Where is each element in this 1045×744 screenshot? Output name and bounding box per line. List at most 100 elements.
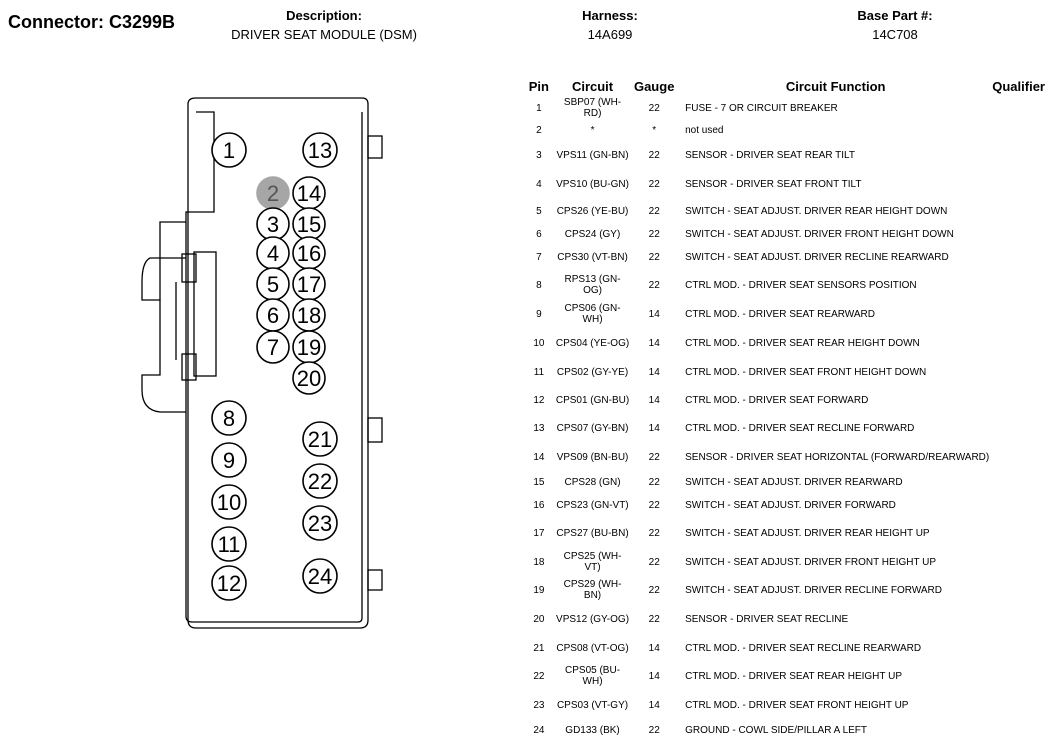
circuit-cell: VPS09 (BN-BU) — [556, 451, 629, 463]
function-cell: SWITCH - SEAT ADJUST. DRIVER RECLINE FOR… — [685, 584, 943, 596]
gauge-cell: 22 — [648, 279, 660, 291]
gauge-cell: 14 — [648, 670, 660, 682]
function-cell: SWITCH - SEAT ADJUST. DRIVER RECLINE REA… — [685, 251, 949, 263]
function-cell: SENSOR - DRIVER SEAT HORIZONTAL (FORWARD… — [685, 451, 990, 463]
circuit-cell: CPS06 (GN-WH) — [564, 303, 621, 325]
circuit-cell: CPS05 (BU-WH) — [565, 665, 621, 687]
pin-label-7: 7 — [267, 335, 279, 360]
pin-cell: 20 — [533, 613, 545, 625]
gauge-cell: 14 — [648, 422, 660, 434]
circuit-cell: CPS25 (WH-VT) — [563, 551, 622, 573]
circuit-cell: CPS02 (GY-YE) — [556, 366, 629, 378]
qualifier-cell — [992, 224, 1045, 244]
harness-label: Harness: — [582, 8, 638, 23]
function-cell: SENSOR - DRIVER SEAT RECLINE — [685, 613, 849, 625]
description-block: Description: DRIVER SEAT MODULE (DSM) — [204, 8, 444, 42]
function-cell: SWITCH - SEAT ADJUST. DRIVER FRONT HEIGH… — [685, 556, 937, 568]
pin-cell: 9 — [536, 308, 542, 320]
pin-cavity-13 — [302, 132, 338, 168]
pin-cell: 2 — [536, 124, 542, 136]
table-row: 18 CPS25 (WH-VT) 22 SWITCH - SEAT ADJUST. D… — [522, 548, 1045, 576]
pin-label-23: 23 — [308, 511, 332, 536]
qualifier-cell — [992, 634, 1045, 662]
base-part-block: Base Part #: 14C708 — [830, 8, 960, 42]
pin-label-12: 12 — [217, 571, 241, 596]
pin-cavity-24 — [302, 558, 338, 594]
gauge-cell: 14 — [648, 699, 660, 711]
connector-housing — [141, 97, 383, 629]
pin-cell: 19 — [533, 584, 545, 596]
pin-cell: 10 — [533, 337, 545, 349]
function-cell: SWITCH - SEAT ADJUST. DRIVER REAR HEIGHT… — [685, 527, 930, 539]
harness-value: 14A699 — [587, 27, 633, 42]
circuit-cell: CPS01 (GN-BU) — [555, 394, 630, 406]
circuit-cell: CPS27 (BU-BN) — [556, 527, 629, 539]
gauge-cell: 14 — [648, 642, 660, 654]
qualifier-cell — [992, 386, 1045, 414]
function-cell: not used — [685, 124, 724, 136]
pin-cell: 11 — [533, 366, 545, 378]
pin-cell: 23 — [533, 699, 545, 711]
gauge-cell: 22 — [648, 527, 660, 539]
pin-label-6: 6 — [267, 303, 279, 328]
table-row: 21 CPS08 (VT-OG) 14 CTRL MOD. - DRIVER SEAT… — [522, 634, 1045, 662]
gauge-cell: 22 — [648, 584, 660, 596]
qualifier-cell — [992, 270, 1045, 300]
function-cell: CTRL MOD. - DRIVER SEAT RECLINE REARWARD — [685, 642, 922, 654]
qualifier-cell — [992, 604, 1045, 634]
pin-cell: 7 — [536, 251, 542, 263]
circuit-cell: CPS08 (VT-OG) — [556, 642, 629, 654]
circuit-cell: CPS03 (VT-GY) — [556, 699, 629, 711]
pin-cell: 21 — [533, 642, 545, 654]
description-value: DRIVER SEAT MODULE (DSM) — [231, 27, 417, 42]
gauge-cell: 22 — [648, 499, 660, 511]
function-cell: SWITCH - SEAT ADJUST. DRIVER FRONT HEIGH… — [685, 228, 954, 240]
qualifier-cell — [992, 492, 1045, 518]
function-cell: CTRL MOD. - DRIVER SEAT REAR HEIGHT DOWN — [685, 337, 920, 349]
gauge-cell: 22 — [648, 149, 660, 161]
qualifier-cell — [992, 442, 1045, 472]
function-cell: SENSOR - DRIVER SEAT FRONT TILT — [685, 178, 862, 190]
pin-cell: 24 — [533, 724, 545, 736]
qualifier-cell — [992, 300, 1045, 328]
function-cell: SWITCH - SEAT ADJUST. DRIVER REAR HEIGHT… — [685, 205, 948, 217]
qualifier-cell — [992, 358, 1045, 386]
pin-cavity-20 — [292, 361, 326, 395]
gauge-cell: * — [652, 124, 657, 136]
gauge-cell: 22 — [648, 556, 660, 568]
pin-cell: 13 — [533, 422, 545, 434]
function-cell: CTRL MOD. - DRIVER SEAT REAR HEIGHT UP — [685, 670, 903, 682]
pin-label-4: 4 — [267, 241, 279, 266]
gauge-cell: 22 — [648, 724, 660, 736]
circuit-cell: RPS13 (GN-OG) — [564, 274, 621, 296]
pin-cavity-7 — [256, 330, 290, 364]
pin-cell: 5 — [536, 205, 542, 217]
pin-label-17: 17 — [297, 272, 321, 297]
gauge-cell: 22 — [648, 613, 660, 625]
qualifier-cell — [992, 720, 1045, 740]
pin-label-11: 11 — [218, 532, 241, 557]
pin-cell: 1 — [536, 102, 542, 114]
circuit-cell: CPS04 (YE-OG) — [555, 337, 630, 349]
qualifier-cell — [992, 170, 1045, 198]
pin-cell: 18 — [533, 556, 545, 568]
qualifier-column-header: Qualifier — [992, 78, 1045, 94]
gauge-cell: 22 — [648, 228, 660, 240]
gauge-column-header: Gauge — [633, 78, 675, 94]
gauge-cell: 14 — [648, 394, 660, 406]
circuit-cell: CPS23 (GN-VT) — [556, 499, 629, 511]
function-cell: CTRL MOD. - DRIVER SEAT SENSORS POSITION — [685, 279, 917, 291]
